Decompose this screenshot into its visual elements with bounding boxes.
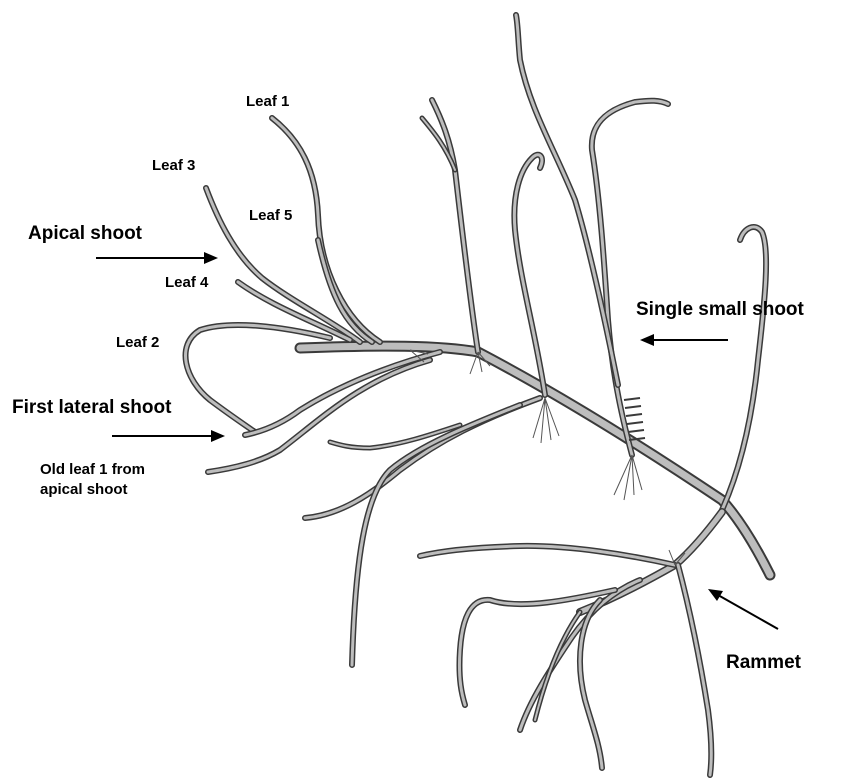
rammet-branch bbox=[420, 512, 722, 775]
label-apical-shoot: Apical shoot bbox=[28, 223, 143, 244]
label-old-leaf-line-2: apical shoot bbox=[40, 481, 128, 498]
single-small-shoot-arrow bbox=[640, 334, 728, 346]
tall-right-shoot bbox=[722, 227, 766, 510]
rammet-arrow bbox=[708, 589, 778, 629]
first-lateral-shoot-leaves bbox=[208, 352, 440, 472]
first-lateral-shoot-arrow bbox=[112, 430, 225, 442]
roots bbox=[410, 350, 685, 565]
node1-shoot bbox=[422, 100, 478, 352]
label-leaf-3: Leaf 3 bbox=[152, 157, 195, 174]
label-leaf-2: Leaf 2 bbox=[116, 334, 159, 351]
label-leaf-4: Leaf 4 bbox=[165, 274, 209, 291]
plant-drawing bbox=[186, 15, 770, 775]
label-leaf-5: Leaf 5 bbox=[249, 207, 292, 224]
label-rammet: Rammet bbox=[726, 652, 802, 673]
label-leaf-1: Leaf 1 bbox=[246, 93, 289, 110]
apical-shoot-arrow bbox=[96, 252, 218, 264]
node2-shoot bbox=[514, 155, 545, 395]
label-first-lateral-shoot: First lateral shoot bbox=[12, 397, 172, 418]
second-lateral-shoot bbox=[305, 398, 540, 665]
label-old-leaf-line-1: Old leaf 1 from bbox=[40, 461, 145, 478]
label-single-small-shoot: Single small shoot bbox=[636, 299, 805, 320]
